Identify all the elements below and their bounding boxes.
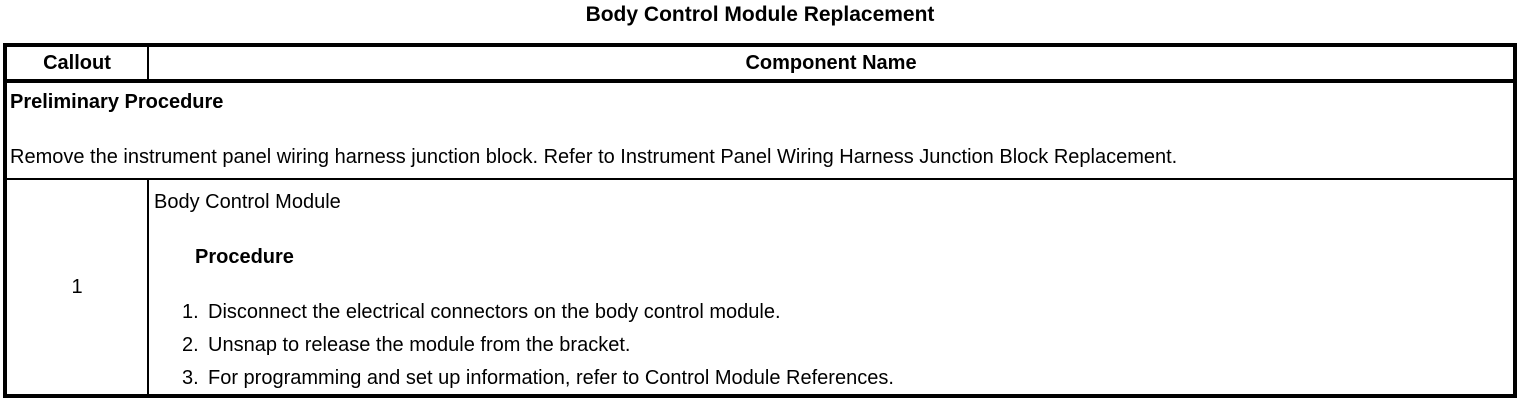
component-name-text: Body Control Module [154, 191, 341, 213]
callout-number-cell: 1 [7, 180, 149, 394]
preliminary-procedure-heading: Preliminary Procedure [10, 91, 224, 113]
procedure-step: 1. Disconnect the electrical connectors … [182, 300, 1505, 324]
document-page: Body Control Module Replacement Callout … [3, 3, 1517, 398]
step-text: For programming and set up information, … [208, 367, 894, 389]
table-header-row: Callout Component Name [7, 47, 1513, 83]
step-text: Disconnect the electrical connectors on … [208, 301, 781, 323]
page-title: Body Control Module Replacement [585, 3, 935, 26]
step-number: 3. [182, 367, 199, 389]
step-number: 2. [182, 334, 199, 356]
step-text: Unsnap to release the module from the br… [208, 334, 631, 356]
preliminary-procedure-row: Preliminary Procedure Remove the instrum… [7, 83, 1513, 180]
column-header-component-name: Component Name [745, 52, 917, 74]
component-table: Callout Component Name Preliminary Proce… [3, 43, 1517, 398]
column-header-callout: Callout [7, 47, 149, 79]
step-number: 1. [182, 301, 199, 323]
preliminary-procedure-text: Remove the instrument panel wiring harne… [10, 146, 1178, 168]
procedure-step-list: 1. Disconnect the electrical connectors … [154, 300, 1505, 390]
procedure-step: 3. For programming and set up informatio… [182, 366, 1505, 390]
table-row: 1 Body Control Module Procedure 1. Disco… [7, 180, 1513, 394]
procedure-heading: Procedure [195, 246, 294, 268]
procedure-step: 2. Unsnap to release the module from the… [182, 333, 1505, 357]
component-name-cell: Body Control Module Procedure 1. Disconn… [149, 180, 1513, 394]
